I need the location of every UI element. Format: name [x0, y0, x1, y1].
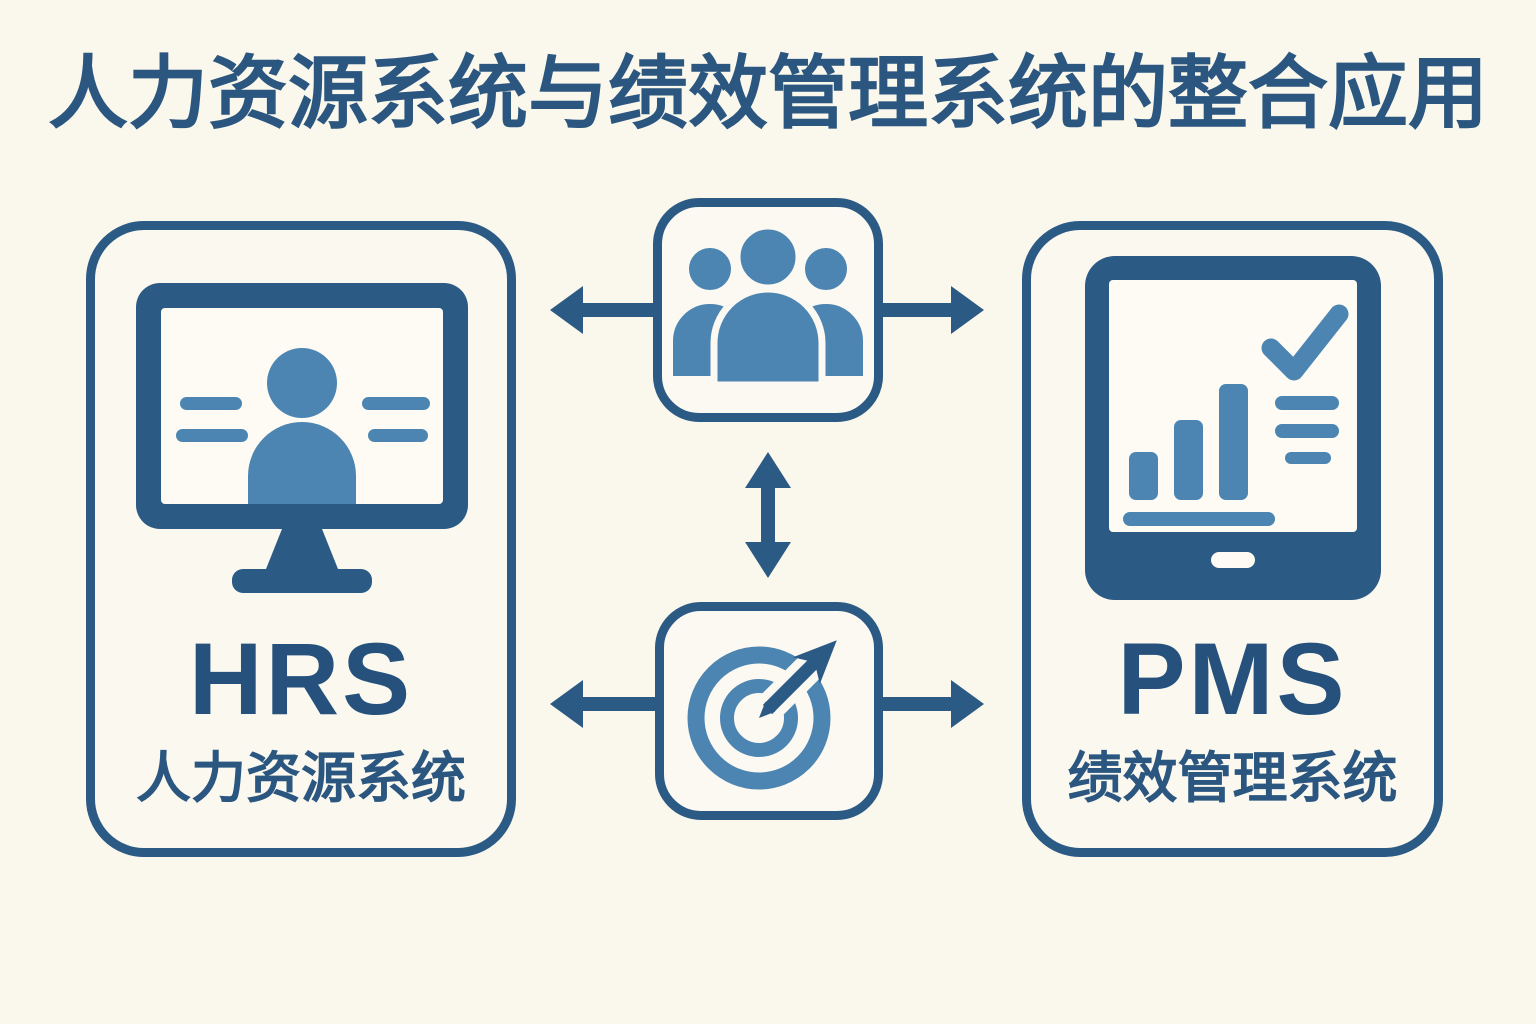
- hrs-abbr-label: HRS: [188, 622, 414, 736]
- people-group-icon: [667, 222, 869, 389]
- monitor-employee-profile-icon: [136, 283, 468, 593]
- target-to-pms-arrow: [878, 680, 984, 728]
- pms-name-label: 绩效管理系统: [1067, 747, 1398, 809]
- pms-abbr-label: PMS: [1117, 622, 1348, 736]
- target-dart-icon: [687, 635, 842, 790]
- people-to-pms-arrow: [878, 286, 984, 334]
- people-target-double-arrow: [745, 452, 791, 578]
- target-to-hrs-arrow: [550, 680, 656, 728]
- hrs-name-label: 人力资源系统: [135, 747, 466, 809]
- tablet-performance-report-icon: [1085, 256, 1381, 600]
- people-to-hrs-arrow: [550, 286, 656, 334]
- page-title: 人力资源系统与绩效管理系统的整合应用: [48, 49, 1488, 138]
